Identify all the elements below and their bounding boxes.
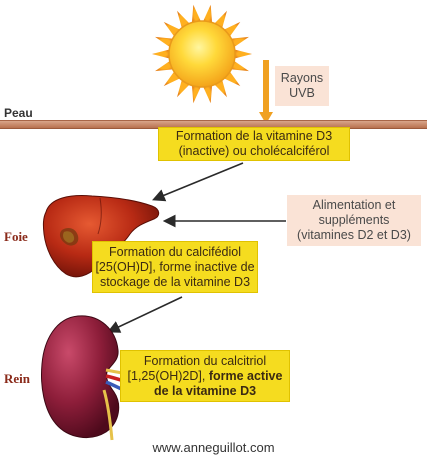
diet-box: Alimentation et suppléments (vitamines D… bbox=[287, 195, 421, 246]
footer-url: www.anneguillot.com bbox=[152, 440, 275, 455]
kidney-box-line-2-prefix: [1,25(OH)2D], bbox=[127, 368, 209, 383]
kidney-box-line-2-bold: forme active bbox=[208, 368, 283, 383]
sun-ray bbox=[202, 84, 213, 104]
kidney-formation-box: Formation du calcitriol [1,25(OH)2D], fo… bbox=[120, 350, 290, 402]
sun-ray bbox=[155, 36, 174, 48]
sun-ray bbox=[191, 84, 202, 104]
liver-label: Foie bbox=[4, 229, 28, 244]
sun-ray bbox=[230, 36, 249, 48]
diet-line-1: Alimentation et bbox=[312, 198, 396, 212]
liver-formation-box: Formation du calcifédiol [25(OH)D], form… bbox=[92, 241, 258, 293]
skin-box-line-1: Formation de la vitamine D3 bbox=[175, 129, 333, 143]
skin-label: Peau bbox=[4, 106, 33, 120]
sun-ray bbox=[233, 49, 252, 59]
sun-ray bbox=[155, 60, 174, 72]
liver-icon bbox=[42, 195, 160, 278]
sun-ray bbox=[202, 4, 213, 24]
diet-line-3: (vitamines D2 et D3) bbox=[297, 228, 411, 242]
diet-line-2: suppléments bbox=[318, 213, 390, 227]
skin-formation-box: Formation de la vitamine D3 (inactive) o… bbox=[158, 127, 350, 161]
uvb-line-1: Rayons bbox=[280, 71, 324, 85]
liver-box-line-1: Formation du calcifédiol bbox=[108, 244, 241, 259]
sun-ray bbox=[230, 60, 249, 72]
kidney-icon bbox=[41, 315, 134, 441]
kidney-box-line-3: de la vitamine D3 bbox=[153, 383, 257, 398]
uvb-line-2: UVB bbox=[289, 86, 315, 100]
sun-ray bbox=[152, 49, 171, 59]
sun-icon bbox=[152, 4, 252, 104]
uvb-label-box: Rayons UVB bbox=[275, 66, 329, 106]
kidney-box-line-1: Formation du calcitriol bbox=[143, 353, 267, 368]
liver-box-line-3: stockage de la vitamine D3 bbox=[99, 274, 251, 289]
sun-ray bbox=[191, 4, 202, 24]
skin-box-line-2: (inactive) ou cholécalciférol bbox=[178, 144, 330, 158]
kidney-label: Rein bbox=[4, 371, 30, 386]
liver-box-line-2: [25(OH)D], forme inactive de bbox=[95, 259, 255, 274]
kidney-box-line-2: [1,25(OH)2D], forme active bbox=[128, 369, 283, 384]
uvb-arrow bbox=[259, 60, 273, 124]
